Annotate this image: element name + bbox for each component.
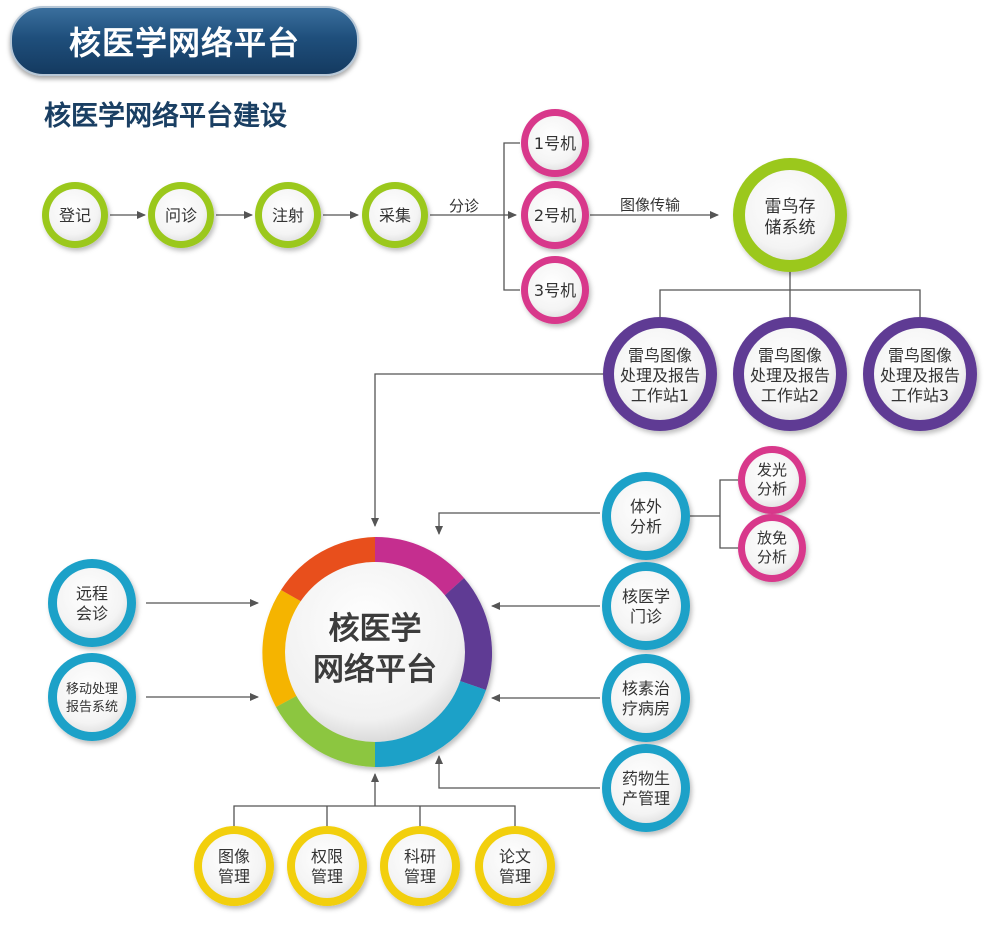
edge-label-triage: 分诊 (449, 197, 479, 215)
paper-mgmt-label-2: 管理 (499, 867, 531, 886)
invitro-label-1: 体外 (630, 497, 662, 516)
node-workstation2[interactable] (733, 317, 847, 431)
image-mgmt-label-2: 管理 (218, 867, 250, 886)
ws3-label-1: 雷鸟图像 (888, 346, 952, 365)
title-banner: 核医学网络平台 (10, 6, 359, 76)
node-inject[interactable] (255, 182, 321, 248)
invitro-label-2: 分析 (630, 517, 662, 536)
edge-label-transfer: 图像传输 (620, 196, 680, 214)
perm-mgmt-label-2: 管理 (311, 867, 343, 886)
node-workstation1[interactable] (603, 317, 717, 431)
outpatient-label-1: 核医学 (622, 587, 670, 606)
radioimmuno-label-1: 放免 (757, 529, 787, 547)
ws3-label-3: 工作站3 (891, 386, 949, 405)
node-acquire-label: 采集 (379, 206, 411, 225)
node-machine3-label: 3号机 (534, 281, 576, 300)
node-machine3[interactable] (521, 256, 589, 324)
ws2-label-3: 工作站2 (761, 386, 819, 405)
node-paper-mgmt[interactable] (475, 826, 555, 906)
node-outpatient[interactable] (602, 562, 690, 650)
node-storage[interactable] (733, 158, 847, 272)
node-invitro[interactable] (602, 472, 690, 560)
node-consult-label: 问诊 (165, 206, 197, 225)
center-platform-node[interactable] (262, 536, 493, 768)
mobile-label-1: 移动处理 (66, 682, 118, 697)
connector-lines (110, 142, 921, 828)
node-register-label: 登记 (59, 206, 91, 225)
ws1-label-2: 处理及报告 (620, 366, 700, 385)
center-label-line1: 核医学 (329, 611, 422, 647)
node-mobile[interactable] (48, 653, 136, 741)
outpatient-label-2: 门诊 (630, 607, 662, 626)
radioimmuno-label-2: 分析 (757, 548, 787, 566)
ws2-label-1: 雷鸟图像 (758, 346, 822, 365)
node-luminescence[interactable] (738, 446, 806, 514)
bracket-management (233, 805, 516, 828)
bracket-machines (503, 142, 520, 291)
mobile-label-2: 报告系统 (66, 700, 118, 715)
node-storage-label-1: 雷鸟存 (765, 197, 816, 217)
ws1-label-3: 工作站1 (631, 386, 689, 405)
node-consult[interactable] (148, 182, 214, 248)
node-register[interactable] (42, 182, 108, 248)
center-label-line2: 网络平台 (313, 652, 437, 688)
ward-label-1: 核素治 (622, 679, 670, 698)
arrow-invitro-center (435, 512, 600, 535)
pharma-label-2: 产管理 (622, 789, 670, 808)
luminescence-label-1: 发光 (757, 461, 787, 479)
research-mgmt-label-2: 管理 (404, 867, 436, 886)
node-pharma[interactable] (602, 744, 690, 832)
remote-label-2: 会诊 (76, 604, 108, 623)
luminescence-label-2: 分析 (757, 480, 787, 498)
remote-label-1: 远程 (76, 584, 108, 603)
node-perm-mgmt[interactable] (287, 826, 367, 906)
node-workstation3[interactable] (863, 317, 977, 431)
node-machine1[interactable] (521, 109, 589, 177)
ward-label-2: 疗病房 (622, 699, 670, 718)
page-subtitle: 核医学网络平台建设 (44, 101, 287, 132)
arrow-pharma-center (435, 755, 600, 789)
node-machine2[interactable] (521, 181, 589, 249)
node-radioimmuno[interactable] (738, 514, 806, 582)
bracket-analysis (719, 479, 738, 549)
node-ward[interactable] (602, 654, 690, 742)
node-storage-label-2: 储系统 (765, 218, 816, 238)
perm-mgmt-label-1: 权限 (311, 847, 343, 866)
paper-mgmt-label-1: 论文 (499, 847, 531, 866)
node-machine1-label: 1号机 (534, 134, 576, 153)
banner-title: 核医学网络平台 (68, 24, 300, 62)
research-mgmt-label-1: 科研 (404, 847, 436, 866)
node-image-mgmt[interactable] (194, 826, 274, 906)
ws3-label-2: 处理及报告 (880, 366, 960, 385)
ws2-label-2: 处理及报告 (750, 366, 830, 385)
node-acquire[interactable] (362, 182, 428, 248)
node-machine2-label: 2号机 (534, 206, 576, 225)
ws1-label-1: 雷鸟图像 (628, 346, 692, 365)
node-research-mgmt[interactable] (380, 826, 460, 906)
arrow-ws1-center (371, 373, 604, 527)
node-inject-label: 注射 (272, 206, 304, 225)
image-mgmt-label-1: 图像 (218, 847, 250, 866)
node-remote[interactable] (48, 559, 136, 647)
pharma-label-1: 药物生 (622, 769, 670, 788)
